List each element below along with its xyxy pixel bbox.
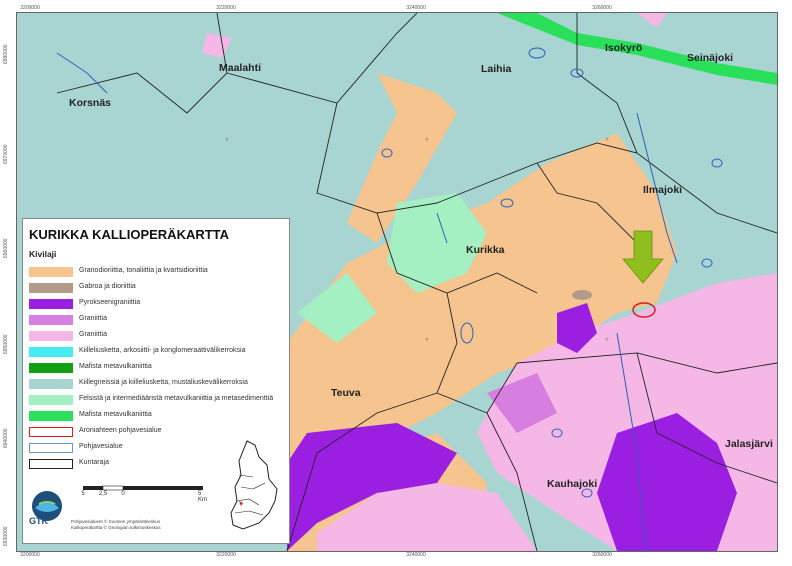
legend-row: Kiilleliusketta, arkosiitti- ja konglome… — [29, 345, 287, 359]
municipal-boundaries — [56, 13, 777, 551]
legend-row: Gabroa ja dioriittia — [29, 281, 287, 295]
legend-swatch — [29, 459, 73, 469]
legend-row: Aroniahteen pohjavesialue — [29, 425, 287, 439]
scale-label-2: 0 — [121, 491, 125, 497]
legend-label: Gabroa ja dioriittia — [79, 283, 136, 290]
coord-top-3: 3260000 — [592, 5, 612, 11]
pyroxene-granite-south — [287, 423, 457, 551]
place-label-jalasjarvi: Jalasjärvi — [725, 438, 773, 450]
legend-swatch — [29, 347, 73, 357]
granodiorite-area — [287, 133, 677, 483]
place-label-seinajoki: Seinäjoki — [687, 52, 734, 64]
granite-sliver-top2 — [637, 13, 667, 28]
legend-label: Kiillegneissiä ja kiilleliusketta, musta… — [79, 379, 248, 386]
legend-label: Graniittia — [79, 315, 108, 322]
credit-line-0: Pohjavesialueet © Suomen ympäristökeskus — [71, 519, 161, 524]
legend-swatch — [29, 395, 73, 405]
place-label-maalahti: Maalahti — [219, 62, 262, 74]
place-label-ilmajoki: Ilmajoki — [643, 184, 683, 196]
coord-top-2: 3240000 — [406, 5, 426, 11]
legend-row: Felsistä ja intermediääristä metavulkani… — [29, 393, 287, 407]
coord-left-3: 6950000 — [3, 334, 9, 354]
credit-line-1: Kallioperäkartta © Geologian tutkimuskes… — [71, 525, 161, 530]
legend-swatch — [29, 315, 73, 325]
place-label-kauhajoki: Kauhajoki — [547, 478, 598, 490]
granite-pink-southwest — [317, 483, 537, 551]
legend-swatch — [29, 427, 73, 437]
map-frame[interactable]: Maalahti Laihia Isokyrö Seinäjoki Korsnä… — [16, 12, 778, 552]
coord-bottom-3: 3260000 — [592, 552, 612, 558]
legend-title: KURIKKA KALLIOPERÄKARTTA — [29, 227, 230, 242]
coord-left-1: 6970000 — [3, 144, 9, 164]
granite-sliver-top — [202, 33, 232, 58]
pyroxene-granite-small — [557, 303, 597, 353]
pyroxene-granite-east — [597, 413, 737, 551]
legend-row: Graniittia — [29, 313, 287, 327]
legend-row: Pohjavesialue — [29, 441, 287, 455]
scale-bar-graphic — [83, 485, 203, 491]
gtk-logo-text: GTK — [29, 516, 48, 526]
coord-bottom-1: 3220000 — [216, 552, 236, 558]
felsic-volcanics — [387, 193, 487, 293]
coord-top-1: 3220000 — [216, 5, 236, 11]
place-label-kurikka: Kurikka — [466, 244, 505, 256]
legend-swatch — [29, 283, 73, 293]
mafic-metavolcanics-strip — [497, 13, 777, 85]
legend-label: Kuntaraja — [79, 459, 109, 466]
location-arrow-icon — [622, 230, 664, 284]
granodiorite-strip — [347, 73, 457, 243]
coord-bottom-2: 3240000 — [406, 552, 426, 558]
groundwater-areas — [56, 47, 723, 551]
legend-label: Pyrokseenigraniittia — [79, 299, 141, 306]
legend-row: Granodioriittia, tonaliittia ja kvartsid… — [29, 265, 287, 279]
scale-bar: 5 2,5 0 5 Km — [81, 481, 213, 505]
legend-label: Mafista metavulkaniittia — [79, 363, 152, 370]
legend-swatch — [29, 363, 73, 373]
place-label-korsnas: Korsnäs — [69, 97, 112, 109]
credits: Pohjavesialueet © Suomen ympäristökeskus… — [71, 519, 161, 531]
coord-left-4: 6940000 — [3, 428, 9, 448]
place-label-teuva: Teuva — [331, 387, 361, 399]
coord-left-2: 6960000 — [3, 238, 9, 258]
legend-swatch — [29, 267, 73, 277]
granite-medium-pink — [487, 373, 557, 433]
legend-swatch — [29, 411, 73, 421]
legend-swatch — [29, 443, 73, 453]
legend-row: Graniittia — [29, 329, 287, 343]
gtk-logo-icon — [32, 491, 62, 521]
legend-subtitle: Kivilaji — [29, 249, 57, 259]
legend-row: Kuntaraja — [29, 457, 287, 471]
coord-top-0: 3200000 — [20, 5, 40, 11]
legend-row: Mafista metavulkaniittia — [29, 409, 287, 423]
legend-swatch — [29, 379, 73, 389]
place-label-isokyro: Isokyrö — [605, 42, 643, 54]
felsic-volcanics-strip — [297, 273, 377, 343]
legend-row: Kiillegneissiä ja kiilleliusketta, musta… — [29, 377, 287, 391]
scale-label-0: 5 — [81, 491, 85, 497]
scale-label-1: 2,5 — [98, 491, 108, 497]
granodiorite-southwest — [367, 303, 477, 363]
legend-row: Pyrokseenigraniittia — [29, 297, 287, 311]
bedrock-map[interactable] — [17, 13, 777, 551]
coord-bottom-0: 3200000 — [20, 552, 40, 558]
scale-label-3: 5 Km — [198, 491, 207, 503]
finland-locator-map — [230, 440, 278, 530]
legend-label: Felsistä ja intermediääristä metavulkani… — [79, 395, 274, 402]
coord-left-5: 6930000 — [3, 526, 9, 546]
legend-label: Mafista metavulkaniittia — [79, 411, 152, 418]
legend-label: Pohjavesialue — [79, 443, 123, 450]
aroniahde-groundwater-area[interactable] — [632, 302, 656, 318]
map-legend: KURIKKA KALLIOPERÄKARTTA Kivilaji Granod… — [22, 218, 290, 544]
place-label-laihia: Laihia — [481, 63, 512, 75]
legend-label: Kiilleliusketta, arkosiitti- ja konglome… — [79, 347, 246, 354]
legend-row: Mafista metavulkaniittia — [29, 361, 287, 375]
legend-label: Graniittia — [79, 331, 108, 338]
legend-label: Aroniahteen pohjavesialue — [79, 427, 162, 434]
legend-label: Granodioriittia, tonaliittia ja kvartsid… — [79, 267, 208, 274]
gabbro-area — [572, 290, 592, 300]
legend-swatch — [29, 331, 73, 341]
legend-swatch — [29, 299, 73, 309]
coord-left-0: 6980000 — [3, 44, 9, 64]
